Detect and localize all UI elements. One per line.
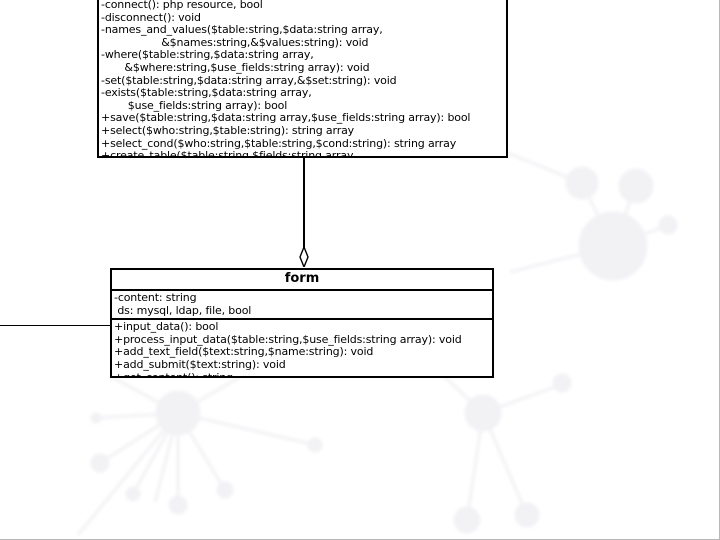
uml-operations-compartment-database: -connect(): php resource, bool -disconne… — [99, 0, 506, 158]
aggregation-connector-line — [303, 157, 305, 252]
uml-attribute: ds: mysql, ldap, file, bool — [114, 303, 252, 317]
aggregation-diamond-icon — [299, 247, 309, 267]
uml-operation: +get_content(): string — [114, 370, 233, 378]
uml-operation: -names_and_values($table:string,$data:st… — [101, 23, 383, 37]
uml-operation: +input_data(): bool — [114, 320, 219, 334]
uml-operation: -set($table:string,$data:string array,&$… — [101, 73, 397, 87]
uml-class-form: form -content: string ds: mysql, ldap, f… — [110, 268, 494, 378]
uml-operation: +save($table:string,$data:string array,$… — [101, 111, 471, 125]
uml-title-compartment-form: form — [112, 270, 492, 289]
uml-operation: +process_input_data($table:string,$use_f… — [114, 332, 462, 346]
uml-operation: -connect(): php resource, bool — [101, 0, 263, 11]
uml-operations-compartment-form: +input_data(): bool +process_input_data(… — [112, 318, 492, 378]
uml-operation: +create_table($table:string,$fields:stri… — [101, 149, 357, 158]
uml-class-title: form — [284, 271, 320, 286]
uml-operation: &$where:string,$use_fields:string array)… — [101, 60, 370, 74]
uml-operation: +add_submit($text:string): void — [114, 357, 286, 371]
uml-operation: +select($who:string,$table:string): stri… — [101, 123, 355, 137]
uml-operation: -disconnect(): void — [101, 10, 201, 24]
uml-attributes-compartment-form: -content: string ds: mysql, ldap, file, … — [112, 289, 492, 318]
uml-operation: -where($table:string,$data:string array, — [101, 48, 314, 62]
uml-operation: +select_cond($who:string,$table:string,$… — [101, 136, 457, 150]
uml-attribute: -content: string — [114, 291, 197, 304]
uml-operation: &$names:string,&$values:string): void — [101, 35, 369, 49]
uml-operation: +add_text_field($text:string,$name:strin… — [114, 345, 374, 359]
uml-operation: $use_fields:string array): bool — [101, 98, 288, 112]
uml-class-database: -connect(): php resource, bool -disconne… — [97, 0, 508, 158]
uml-operation: -exists($table:string,$data:string array… — [101, 86, 312, 100]
left-edge-connector-line — [0, 325, 110, 326]
